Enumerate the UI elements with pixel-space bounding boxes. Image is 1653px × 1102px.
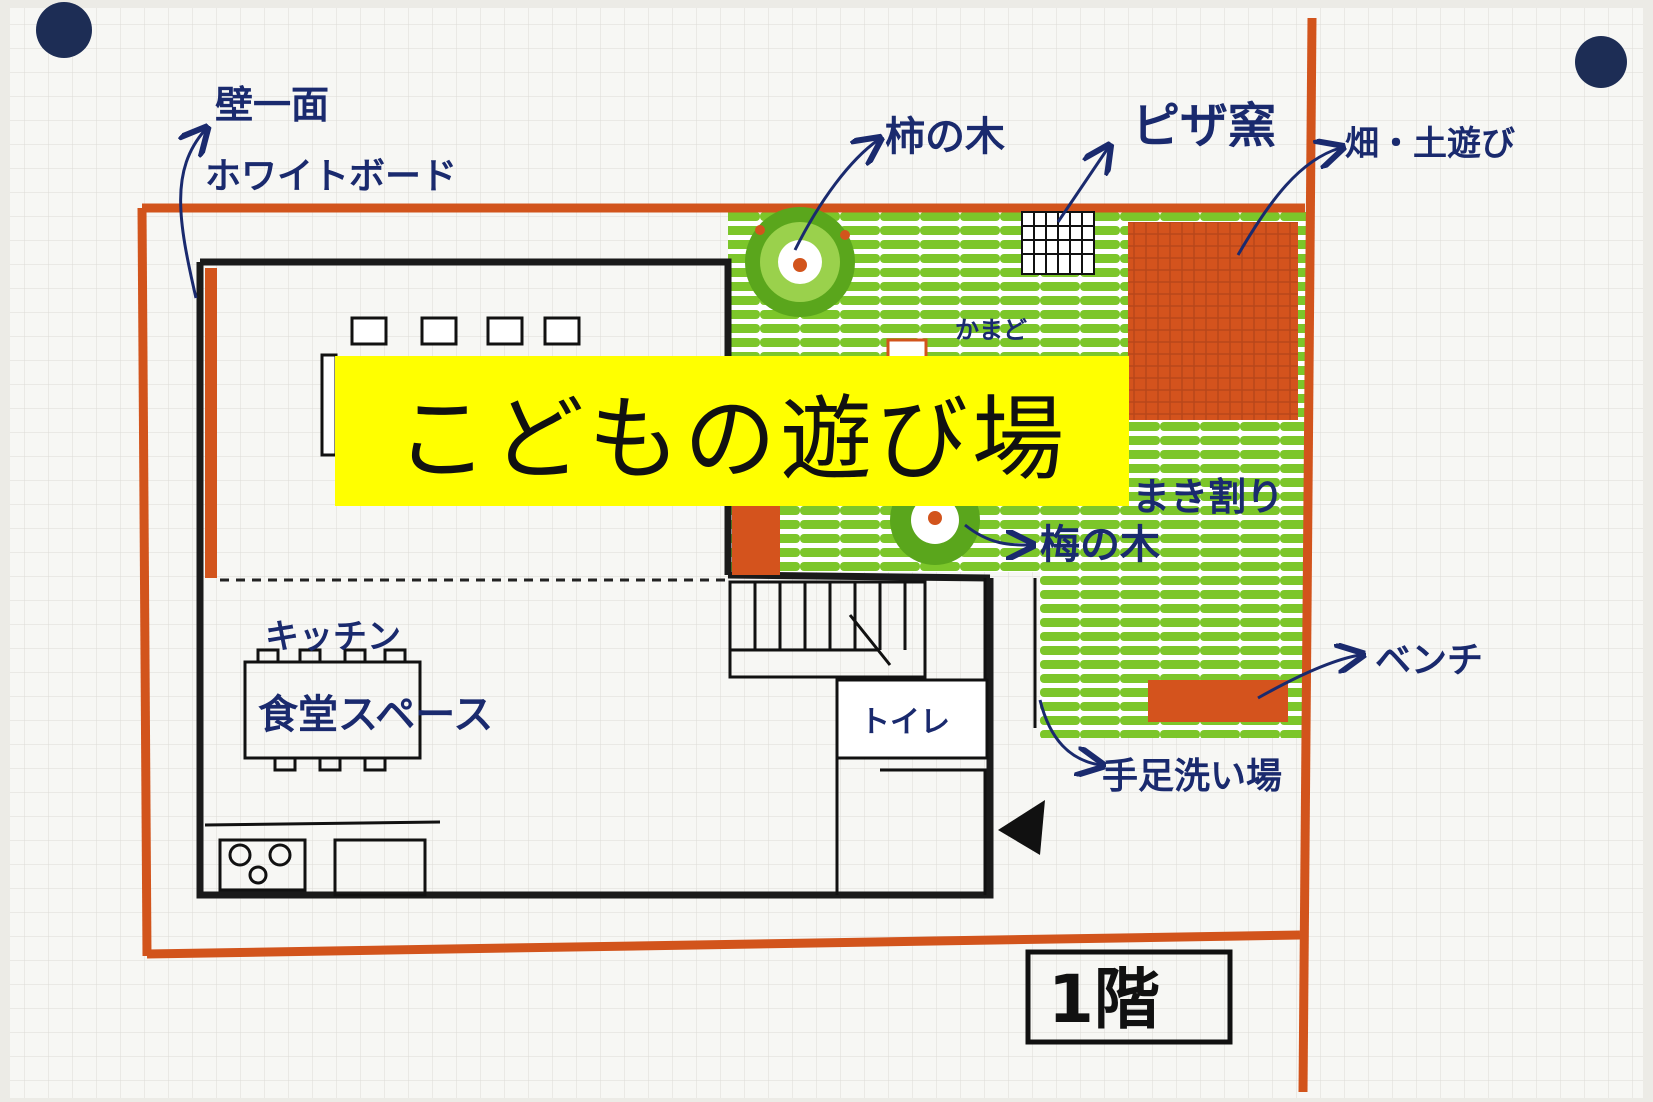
label-persimmon-tree: 柿の木: [885, 114, 1005, 160]
entrance-marker: [998, 800, 1045, 855]
label-field-dirt-play: 畑・土遊び: [1345, 124, 1515, 164]
kitchen-counter: [204, 820, 441, 897]
toilet-room: [835, 678, 989, 760]
pizza-oven: [1021, 211, 1095, 275]
stairs: [728, 578, 1037, 728]
label-pizza-oven: ピザ窯: [1132, 98, 1276, 154]
pin-top-left: [36, 2, 92, 58]
bench: [1148, 680, 1288, 722]
annotation-arrows: [181, 130, 1360, 765]
label-floor: 1階: [1048, 961, 1160, 1038]
site-boundary: [137, 17, 1317, 1093]
label-wall-whiteboard-2: ホワイトボード: [205, 156, 457, 197]
label-hand-foot-wash: 手足洗い場: [1102, 756, 1282, 797]
dining-table: [243, 648, 422, 772]
firewood-stack: [732, 505, 780, 575]
floor-sign-box: [1025, 949, 1233, 1045]
label-firewood: まき割り: [1132, 475, 1284, 519]
label-kamado: かまど: [955, 316, 1027, 344]
whiteboard-wall: [205, 268, 217, 578]
title-banner: こどもの遊び場: [335, 356, 1129, 506]
field-dirt-play: [1128, 222, 1298, 420]
label-dining-space: 食堂スペース: [258, 692, 493, 738]
pin-top-right: [1575, 36, 1627, 88]
label-plum-tree: 梅の木: [1040, 522, 1160, 568]
persimmon-tree: [745, 207, 855, 317]
label-wall-whiteboard-1: 壁一面: [215, 83, 329, 127]
toilet-wall: [835, 758, 987, 895]
label-toilet: トイレ: [860, 705, 950, 740]
label-bench: ベンチ: [1375, 640, 1483, 681]
chairs-top: [320, 316, 581, 457]
label-kitchen: キッチン: [265, 617, 401, 657]
